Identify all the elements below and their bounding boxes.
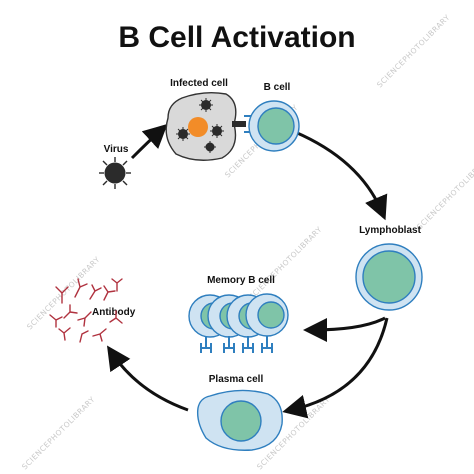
antibody-icon	[77, 311, 92, 327]
arrow-plasma-cell-to-antibody	[107, 345, 189, 412]
virus-icon	[204, 141, 216, 153]
antibody-icon	[103, 285, 116, 301]
b-cell-label: B cell	[264, 82, 291, 93]
memory-b-cells	[188, 293, 289, 353]
antibody-icon	[63, 304, 78, 319]
lymphoblast	[355, 243, 423, 311]
plasma-cell-label: Plasma cell	[209, 374, 264, 385]
watermark: SCIENCEPHOTOLIBRARY	[375, 13, 452, 90]
arrow-b-cell-to-lymphoblast	[294, 130, 388, 221]
antibody-icon	[74, 278, 88, 298]
infected-cell	[165, 91, 237, 161]
lymphoblast-label: Lymphoblast	[359, 225, 422, 236]
arrow-lymphoblast-to-plasma-cell	[282, 317, 389, 419]
watermark: SCIENCEPHOTOLIBRARY	[415, 155, 474, 232]
virus-label: Virus	[104, 144, 129, 155]
antibody-icon	[111, 278, 123, 292]
antibody-icon	[92, 328, 107, 342]
surface-receptor-icon	[200, 336, 273, 353]
antibody-icon	[49, 314, 63, 328]
watermark: SCIENCEPHOTOLIBRARY	[247, 225, 324, 302]
page-title: B Cell Activation	[118, 21, 355, 54]
watermark: SCIENCEPHOTOLIBRARY	[25, 255, 102, 332]
antibody-label: Antibody	[92, 307, 136, 318]
antibody-icon	[89, 284, 102, 300]
memory-b-cell-label: Memory B cell	[207, 275, 275, 286]
antibody-icon	[58, 327, 71, 341]
virus-icon	[210, 124, 224, 138]
virus-icon	[99, 157, 131, 189]
virus-icon	[199, 98, 213, 112]
memory-b-cell	[245, 293, 289, 337]
b-cell	[248, 100, 300, 152]
arrow-lymphoblast-to-memory-b-cell	[303, 316, 386, 342]
virus-icon	[176, 127, 190, 141]
antibody-icon	[109, 310, 123, 324]
antibody-cluster	[49, 278, 123, 343]
infected-cell-label: Infected cell	[170, 78, 228, 89]
plasma-cell	[196, 389, 283, 451]
antibody-icon	[79, 330, 89, 343]
watermark: SCIENCEPHOTOLIBRARY	[20, 395, 97, 472]
antibody-icon	[55, 286, 69, 304]
infected-cell-nucleus	[188, 117, 208, 137]
arrow-virus-to-infected-cell	[130, 123, 168, 160]
